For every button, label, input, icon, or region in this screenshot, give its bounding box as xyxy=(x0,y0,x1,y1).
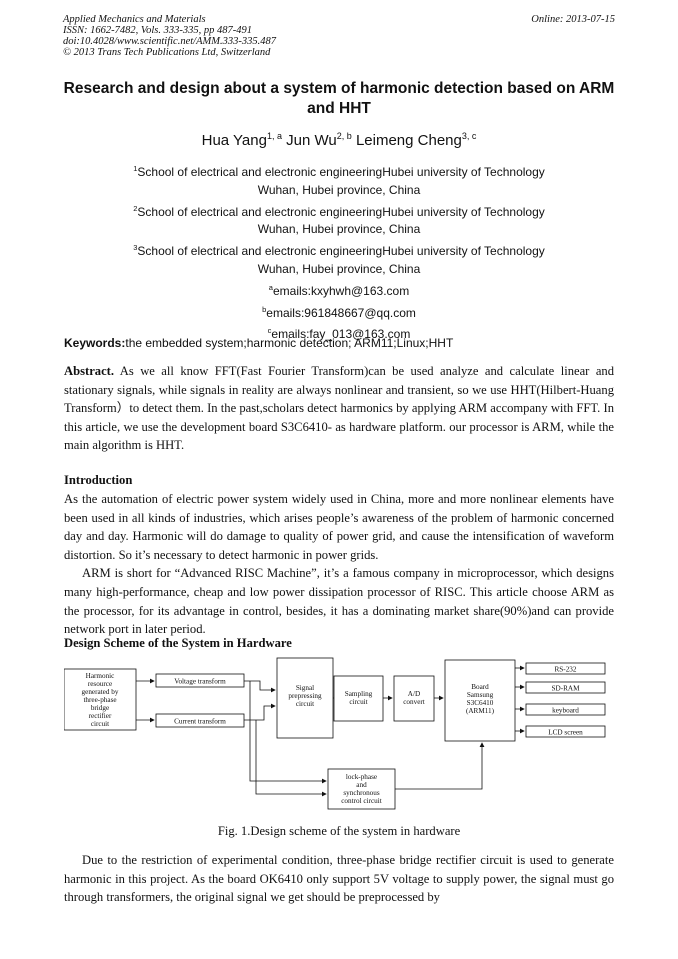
introduction-heading: Introduction xyxy=(64,473,133,487)
affiliations: 1School of electrical and electronic eng… xyxy=(0,160,678,344)
arrow-current-signal xyxy=(244,703,276,721)
figure-caption: Fig. 1.Design scheme of the system in ha… xyxy=(217,824,461,838)
harmonic-line: rectifier xyxy=(89,712,112,720)
harmonic-line: generated by xyxy=(82,688,119,696)
board-box xyxy=(444,659,516,742)
abstract: Abstract. As we all know FFT(Fast Fourie… xyxy=(64,362,614,455)
design-body: Due to the restriction of experimental c… xyxy=(64,851,614,907)
abstract-label: Abstract. xyxy=(64,364,115,378)
rs232-box xyxy=(525,662,606,675)
sdram-box xyxy=(525,681,606,694)
harmonic-line: bridge xyxy=(91,704,109,712)
line-lock-board xyxy=(395,742,485,790)
board-line: (ARM11) xyxy=(466,707,495,715)
email-sup: a xyxy=(268,282,273,292)
author-sup: 2, b xyxy=(336,131,352,141)
lock-line: and xyxy=(356,781,367,789)
keywords: Keywords:the embedded system;harmonic de… xyxy=(64,336,453,350)
ad-line: A/D xyxy=(408,690,420,698)
intro-paragraph-2: ARM is short for “Advanced RISC Machine”… xyxy=(64,566,614,637)
paper-title: Research and design about a system of ha… xyxy=(63,80,615,117)
signal-line: prepressing xyxy=(288,692,322,700)
author-name: Hua Yang xyxy=(201,132,267,149)
lock-line: control circuit xyxy=(341,797,382,805)
affil-sup: 3 xyxy=(133,243,138,253)
abstract-text: As we all know FFT(Fast Fourier Transfor… xyxy=(64,364,614,453)
online-date: Online: 2013-07-15 xyxy=(531,14,615,25)
email-sup: c xyxy=(267,326,272,336)
affil-sup: 1 xyxy=(133,164,138,173)
email-sup: b xyxy=(262,304,267,314)
current-label: Current transform xyxy=(174,718,226,726)
voltage-label: Voltage transform xyxy=(174,678,226,686)
line-current-lock xyxy=(255,720,327,797)
affil-location: Wuhan, Hubei province, China xyxy=(257,182,421,197)
affil-line: School of electrical and electronic engi… xyxy=(137,204,545,219)
harmonic-line: Harmonic xyxy=(86,672,115,680)
affil-line: School of electrical and electronic engi… xyxy=(137,244,545,259)
lcd-label: LCD screen xyxy=(548,729,583,737)
introduction-body: As the automation of electric power syst… xyxy=(64,490,614,639)
intro-paragraph-1: As the automation of electric power syst… xyxy=(64,492,614,562)
lock-line: synchronous xyxy=(343,789,380,797)
rs232-label: RS-232 xyxy=(555,666,577,674)
author-sup: 1, a xyxy=(266,131,282,141)
harmonic-box xyxy=(64,668,137,731)
sampling-box xyxy=(333,675,384,722)
email-text: emails:kxyhwh@163.com xyxy=(272,283,410,298)
signal-line: circuit xyxy=(296,700,314,708)
copyright-line: © 2013 Trans Tech Publications Ltd, Swit… xyxy=(63,47,271,58)
keyboard-label: keyboard xyxy=(552,707,579,715)
lock-box xyxy=(327,768,396,810)
journal-name: Applied Mechanics and Materials xyxy=(63,14,206,25)
affil-sup: 2 xyxy=(133,203,138,213)
line-voltage-lock xyxy=(249,681,327,784)
voltage-box xyxy=(155,673,245,688)
signal-line: Signal xyxy=(296,684,314,692)
sampling-line: Sampling xyxy=(345,690,373,698)
author-name: Leimeng Cheng xyxy=(355,132,462,149)
harmonic-line: three-phase xyxy=(83,696,116,704)
signal-box xyxy=(276,657,334,739)
lock-line: lock-phase xyxy=(346,773,377,781)
arrow-voltage-signal xyxy=(244,680,276,693)
author-sup: 3, c xyxy=(461,131,477,141)
keyboard-box xyxy=(525,703,606,716)
ad-box xyxy=(393,675,435,722)
sdram-label: SD-RAM xyxy=(552,685,581,693)
harmonic-line: resource xyxy=(88,680,112,688)
author-name: Jun Wu xyxy=(286,132,337,149)
sampling-line: circuit xyxy=(349,698,367,706)
ad-line: convert xyxy=(403,698,425,706)
current-box xyxy=(155,713,245,728)
journal-header: Applied Mechanics and Materials ISSN: 16… xyxy=(63,14,276,58)
email-text: emails:fay_013@163.com xyxy=(271,327,411,342)
affil-location: Wuhan, Hubei province, China xyxy=(257,222,421,237)
harmonic-line: circuit xyxy=(91,720,109,728)
email-text: emails:961848667@qq.com xyxy=(266,305,416,320)
issn-line: ISSN: 1662-7482, Vols. 333-335, pp 487-4… xyxy=(63,25,252,36)
design-paragraph: Due to the restriction of experimental c… xyxy=(64,853,614,905)
affil-line: School of electrical and electronic engi… xyxy=(137,165,545,179)
board-line: S3C6410 xyxy=(467,699,494,707)
design-heading: Design Scheme of the System in Hardware xyxy=(64,636,292,650)
keywords-text: the embedded system;harmonic detection; … xyxy=(125,336,454,350)
lcd-box xyxy=(525,725,606,738)
hardware-diagram: Harmonic resource generated by three-pha… xyxy=(64,656,620,816)
author-list: Hua Yang1, a Jun Wu2, b Leimeng Cheng3, … xyxy=(0,131,678,149)
affil-location: Wuhan, Hubei province, China xyxy=(257,261,421,276)
keywords-label: Keywords: xyxy=(64,336,126,350)
board-line: Samsung xyxy=(467,691,494,699)
board-line: Board xyxy=(471,683,489,691)
doi-line: doi:10.4028/www.scientific.net/AMM.333-3… xyxy=(63,36,276,47)
